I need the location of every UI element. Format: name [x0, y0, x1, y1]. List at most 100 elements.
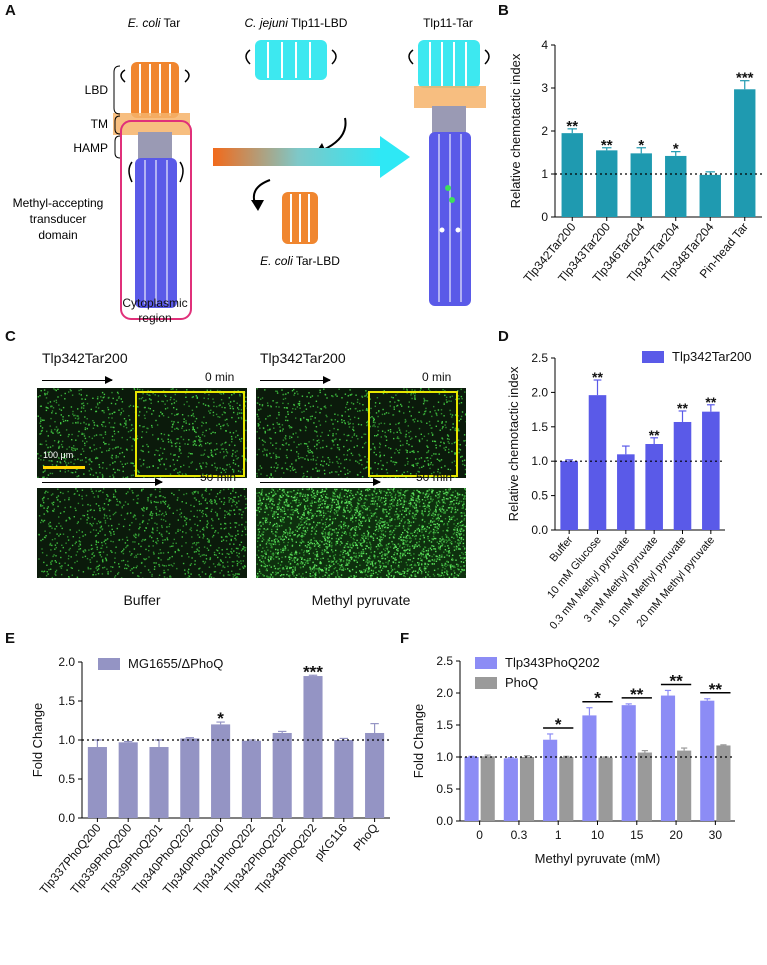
bar: [503, 758, 518, 821]
bar: [621, 705, 636, 821]
cyto-line1: Cytoplasmic: [122, 296, 188, 310]
significance-label: **: [601, 137, 613, 154]
y-tick-label: 1.5: [436, 718, 453, 732]
bar: [598, 757, 613, 821]
y-tick-label: 0.0: [58, 811, 75, 825]
swap-arrow: [213, 148, 383, 166]
bar: [716, 745, 731, 821]
mat-label-line1: Methyl-accepting: [13, 196, 104, 210]
x-tick-label: 0: [476, 828, 483, 842]
y-tick-label: 3: [541, 81, 548, 95]
bar: [702, 411, 720, 530]
panel-letter-b: B: [498, 2, 509, 19]
bar: [303, 676, 323, 818]
y-tick-label: 1.0: [58, 733, 75, 747]
panel-letter-d: D: [498, 328, 509, 345]
y-tick-label: 0.5: [58, 772, 75, 786]
bar: [149, 747, 169, 818]
cj-tlp11-lbd-structure: [245, 40, 337, 80]
significance-label: *: [638, 137, 644, 154]
cyto-line2: region: [138, 311, 172, 325]
legend-swatch: [475, 677, 497, 689]
y-tick-label: 0: [541, 210, 548, 224]
y-axis-label: Relative chemotactic index: [506, 366, 521, 521]
cytoplasmic-region-box: [120, 120, 192, 320]
c-left-title: Tlp342Tar200: [42, 350, 128, 366]
bar: [596, 150, 618, 217]
microscopy-mp-50min: [256, 488, 466, 578]
bar: [543, 739, 558, 821]
y-tick-label: 1.5: [531, 420, 548, 434]
bar: [560, 461, 578, 530]
microscopy-buffer-50min: [37, 488, 247, 578]
bar: [734, 89, 756, 217]
bar: [519, 757, 535, 821]
bacteria-dots: [256, 388, 466, 478]
microscopy-buffer-0min: 100 μm: [37, 388, 247, 478]
bar: [645, 444, 663, 530]
bacteria-dots: [256, 488, 466, 578]
bar: [118, 742, 138, 818]
legend-swatch: [98, 658, 120, 670]
significance-label: *: [217, 709, 224, 728]
y-tick-label: 0.0: [531, 523, 548, 537]
significance-label: *: [555, 715, 562, 734]
panel-letter-f: F: [400, 630, 410, 647]
panel-a-schematic: E. coli Tar C. jejuni Tlp11-LBD Tlp11-Ta…: [13, 16, 490, 320]
panel-letter-c: C: [5, 328, 16, 345]
panel-letter-e: E: [5, 630, 16, 647]
y-tick-label: 1.0: [531, 454, 548, 468]
y-tick-label: 1.0: [436, 750, 453, 764]
significance-label: ***: [303, 662, 323, 681]
significance-label: **: [566, 118, 578, 135]
x-tick-label: pKG116: [312, 821, 351, 863]
c-left-flow-arrow-0: [42, 376, 113, 384]
mat-label-line3: domain: [38, 228, 77, 242]
y-tick-label: 0.5: [436, 782, 453, 796]
y-tick-label: 1.5: [58, 694, 75, 708]
significance-label: ***: [736, 70, 754, 87]
x-tick-label: PhoQ: [350, 821, 380, 854]
hamp-label: HAMP: [73, 141, 108, 155]
bar: [464, 757, 479, 821]
significance-label: **: [677, 400, 688, 416]
y-axis-label: Fold Change: [30, 703, 45, 777]
significance-label: *: [594, 689, 601, 708]
bar: [677, 750, 692, 821]
bar: [582, 715, 597, 821]
c-left-caption: Buffer: [123, 592, 161, 608]
legend-label: MG1655/ΔPhoQ: [128, 656, 223, 671]
significance-label: **: [709, 680, 723, 699]
ecoli-tar-lbd-structure: [282, 192, 318, 244]
y-tick-label: 1: [541, 167, 548, 181]
ecoli-tar-receptor: [113, 62, 190, 308]
x-tick-label: 30: [709, 828, 723, 842]
bar: [180, 738, 200, 818]
bar: [241, 740, 261, 818]
c-right-caption: Methyl pyruvate: [311, 592, 411, 608]
cytoplasmic-region-label: Cytoplasmic region: [120, 296, 190, 326]
chimera-title: Tlp11-Tar: [423, 16, 473, 30]
x-tick-label: 15: [630, 828, 644, 842]
mat-label-line2: transducer: [30, 212, 87, 226]
bar: [660, 695, 676, 821]
x-tick-label: 20: [669, 828, 683, 842]
bar: [561, 133, 583, 217]
microscopy-mp-0min: [256, 388, 466, 478]
significance-label: **: [630, 685, 644, 704]
bar: [480, 756, 495, 821]
bar: [559, 757, 574, 821]
bar: [365, 732, 385, 818]
bar: [334, 740, 354, 818]
significance-label: **: [592, 369, 603, 385]
x-tick-label: 0.3: [511, 828, 528, 842]
scale-bar: [43, 466, 85, 469]
x-axis-label: Methyl pyruvate (mM): [535, 851, 661, 866]
y-tick-label: 2.0: [531, 385, 548, 399]
y-axis-label: Relative chemotactic index: [508, 53, 523, 208]
significance-label: **: [649, 427, 660, 443]
tm-label: TM: [91, 117, 108, 131]
